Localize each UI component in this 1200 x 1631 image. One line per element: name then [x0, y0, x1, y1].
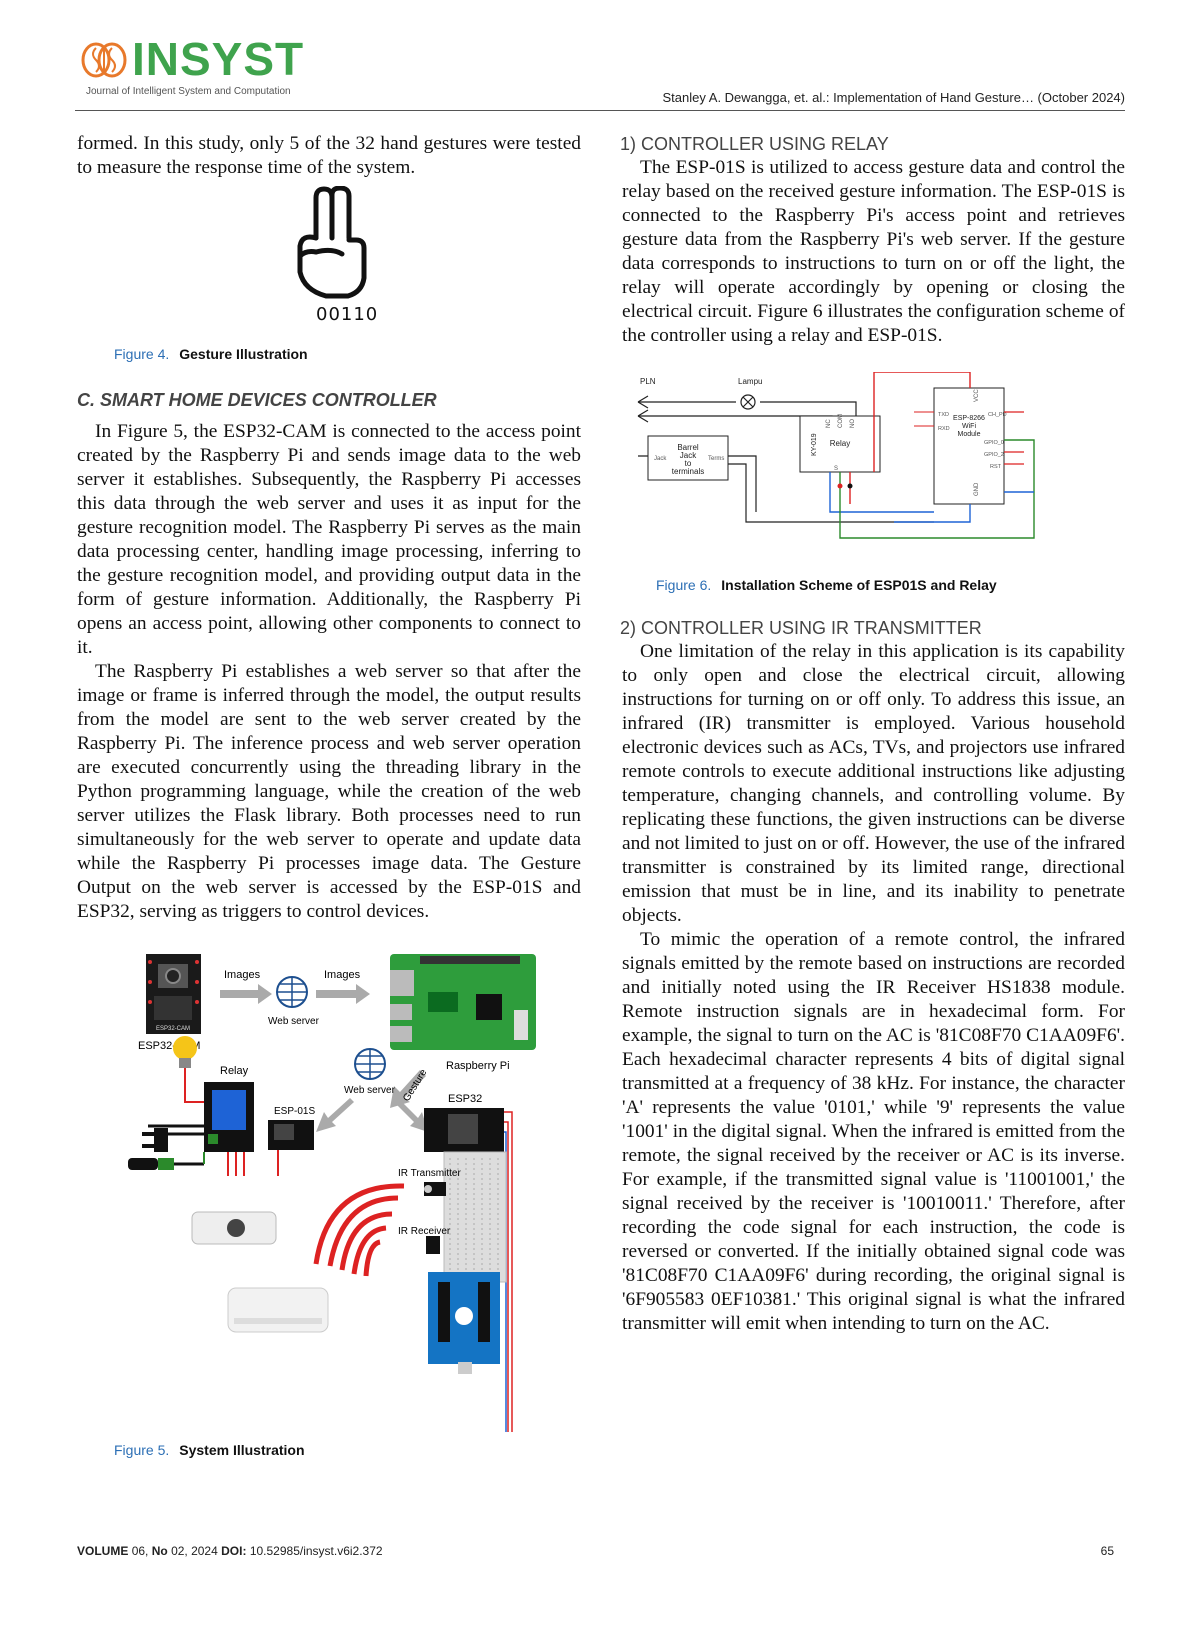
svg-text:ESP32-CAM: ESP32-CAM	[156, 1026, 190, 1032]
paragraph-2: The Raspberry Pi establishes a web serve…	[77, 661, 581, 922]
web-server-icon-1	[276, 976, 308, 1008]
svg-text:S: S	[834, 466, 838, 472]
esp01s-board	[268, 1120, 314, 1150]
paragraph-5: To mimic the operation of a remote contr…	[622, 929, 1125, 1334]
images-label-2: Images	[324, 969, 361, 981]
relay-installation-schematic: PLN Lampu Barrel Jack to terminals Jack …	[637, 372, 1035, 539]
ir-transmitter-module	[424, 1182, 446, 1196]
relay-label: Relay	[220, 1065, 249, 1077]
intro-paragraph: formed. In this study, only 5 of the 32 …	[77, 133, 581, 178]
ir-receiver-module	[426, 1236, 440, 1254]
arrow-to-esp32	[394, 1098, 428, 1132]
svg-text:VCC: VCC	[974, 389, 980, 402]
air-conditioner-icon	[227, 1287, 329, 1333]
page-number: 65	[1100, 1544, 1114, 1558]
svg-text:GPIO_0: GPIO_0	[984, 440, 1004, 446]
svg-text:ESP-8266: ESP-8266	[953, 415, 985, 422]
raspberry-pi-board	[390, 954, 536, 1050]
journal-subtitle: Journal of Intelligent System and Comput…	[86, 86, 291, 97]
svg-text:Module: Module	[958, 431, 981, 438]
section-c-heading: C. SMART HOME DEVICES CONTROLLER	[77, 390, 437, 410]
gesture-code: 00110	[316, 304, 379, 325]
esp32-board	[424, 1108, 504, 1152]
lampu-label: Lampu	[738, 377, 762, 386]
svg-text:NO: NO	[850, 419, 856, 428]
arrow-gesture	[390, 1070, 426, 1108]
projector-icon	[191, 1211, 277, 1245]
relay-module	[204, 1082, 254, 1152]
gesture-label: Gesture	[401, 1067, 429, 1103]
arduino-board	[428, 1272, 500, 1374]
footer-citation: VOLUME 06, No 02, 2024 DOI: 10.52985/ins…	[77, 1544, 383, 1558]
svg-text:RXD: RXD	[938, 426, 950, 432]
ir-waves-icon	[313, 1183, 405, 1277]
svg-text:Jack: Jack	[680, 451, 697, 460]
header-rule	[75, 110, 1125, 111]
esp01s-label: ESP-01S	[274, 1106, 315, 1117]
svg-text:Relay: Relay	[830, 439, 850, 448]
arrow-to-esp01s	[316, 1098, 354, 1132]
breadboard	[443, 1151, 507, 1283]
arrow-images-1	[220, 984, 272, 1004]
power-plug-icon	[142, 1128, 168, 1152]
svg-text:GPIO_2: GPIO_2	[984, 452, 1004, 458]
web-server-label-2: Web server	[344, 1085, 396, 1096]
running-head: Stanley A. Dewangga, et. al.: Implementa…	[662, 90, 1125, 105]
pln-label: PLN	[640, 377, 656, 386]
barrel-jack-icon	[128, 1158, 174, 1170]
ir-receiver-label: IR Receiver	[398, 1226, 451, 1237]
esp32-label: ESP32	[448, 1093, 482, 1105]
section-2-heading: 2) CONTROLLER USING IR TRANSMITTER	[620, 618, 982, 638]
journal-logo-icon	[81, 42, 127, 78]
ir-transmitter-label: IR Transmitter	[398, 1168, 461, 1179]
journal-brand: INSYST	[132, 33, 305, 85]
svg-text:WiFi: WiFi	[962, 423, 976, 430]
figure-6-caption: Figure 6.Installation Scheme of ESP01S a…	[656, 577, 997, 593]
svg-text:GND: GND	[974, 482, 980, 496]
paragraph-1: In Figure 5, the ESP32-CAM is connected …	[77, 421, 581, 658]
svg-text:to: to	[685, 459, 692, 468]
svg-text:Barrel: Barrel	[677, 443, 699, 452]
svg-text:RST: RST	[990, 464, 1002, 470]
esp32-cam-board: ESP32-CAM	[146, 954, 201, 1034]
svg-text:Jack: Jack	[654, 456, 667, 462]
web-server-icon-2	[354, 1048, 386, 1080]
svg-text:TXD: TXD	[938, 412, 949, 418]
figure-5-caption: Figure 5.System Illustration	[114, 1442, 305, 1458]
system-illustration-figure: ESP32-CAM ESP32-CAM Images Web server Im…	[128, 954, 536, 1432]
svg-text:CH_PD: CH_PD	[988, 412, 1007, 418]
svg-text:NC: NC	[826, 419, 832, 428]
svg-text:Terms: Terms	[708, 456, 724, 462]
web-server-label-1: Web server	[268, 1016, 320, 1027]
paragraph-4: One limitation of the relay in this appl…	[622, 641, 1125, 926]
arrow-images-2	[316, 984, 370, 1004]
images-label-1: Images	[224, 969, 261, 981]
section-1-heading: 1) CONTROLLER USING RELAY	[620, 134, 889, 154]
raspberry-pi-label: Raspberry Pi	[446, 1060, 510, 1072]
hand-gesture-icon	[297, 186, 367, 299]
svg-text:terminals: terminals	[672, 467, 704, 476]
svg-text:COM: COM	[838, 414, 844, 428]
figure-4-caption: Figure 4.Gesture Illustration	[114, 346, 308, 362]
ir-body-text: One limitation of the relay in this appl…	[622, 640, 1125, 1336]
relay-paragraph: The ESP-01S is utilized to access gestur…	[622, 157, 1125, 346]
svg-text:KY-019: KY-019	[811, 433, 818, 456]
left-body-text: In Figure 5, the ESP32-CAM is connected …	[77, 420, 581, 924]
